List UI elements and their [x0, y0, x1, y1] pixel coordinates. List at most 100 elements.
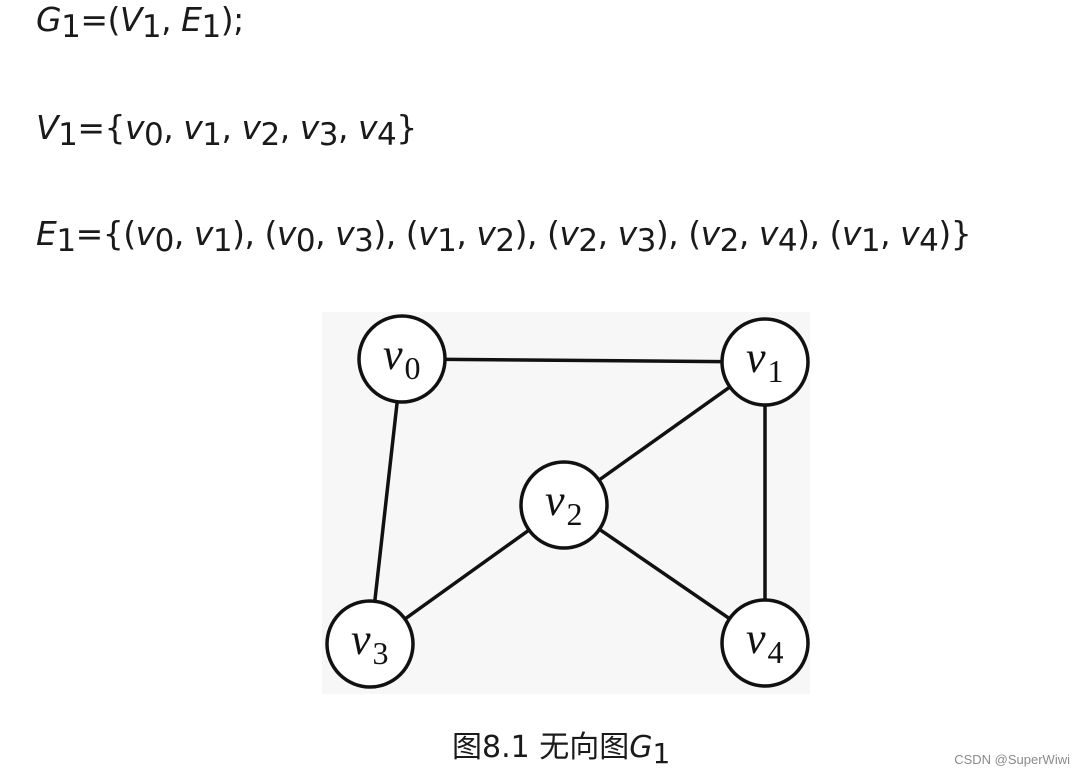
edge-set-close: } [950, 214, 972, 253]
edge-separator: , [527, 214, 547, 253]
vertex-set-items: v0, v1, v2, v3, v4 [125, 108, 397, 151]
node-label: v0 [383, 330, 421, 386]
vertex-sub: 2 [260, 117, 281, 153]
edge-endpoint-sub: 1 [860, 223, 881, 259]
edge-open-paren: ( [264, 214, 278, 253]
edge-endpoint-var: v [559, 214, 579, 253]
vertex-separator: , [163, 108, 184, 147]
edge-endpoint-var: v [418, 214, 438, 253]
edge-open-paren: ( [688, 214, 701, 253]
graph-edge-set-sub: 1 [201, 9, 222, 45]
edge-separator: , [668, 214, 689, 253]
edge-set-name: E [36, 214, 57, 253]
vertex-separator: , [221, 108, 242, 147]
edge-v0-v3 [368, 358, 404, 645]
node-circle [325, 599, 415, 689]
caption-graph-sub: 1 [652, 737, 671, 770]
node-label-sub: 1 [768, 353, 784, 389]
edge-endpoint-sub: 0 [154, 223, 175, 259]
edge-pair: (v0, v1) [123, 214, 245, 257]
edge-endpoint-sub: 1 [437, 223, 457, 259]
graph-vertex-set-sub: 1 [141, 9, 162, 45]
edge-close-paren: ) [514, 214, 528, 253]
edge-open-paren: ( [829, 214, 843, 253]
edge-pair: (v1, v4) [829, 214, 952, 257]
vertex-separator: , [279, 108, 300, 147]
edge-close-paren: ) [938, 214, 951, 253]
edge-close-paren: ) [655, 214, 669, 253]
edge-endpoint-var: v [841, 214, 862, 253]
vertex-set-formula: V1={v0, v1, v2, v3, v4} [36, 108, 417, 151]
edge-separator: , [385, 214, 406, 253]
vertex-set-open: ={ [77, 108, 125, 147]
edge-endpoint-sub: 4 [777, 223, 798, 259]
vertex-sub: 1 [202, 117, 222, 153]
node-label-sub: 0 [405, 350, 421, 386]
graph-vertex-set-name: V [119, 0, 143, 39]
vertex-var: v [241, 108, 261, 147]
edge-endpoint-sub: 3 [636, 223, 657, 259]
edge-endpoint-sub: 1 [212, 223, 233, 259]
graph-definition-formula: G1=(V1, E1); [36, 0, 245, 43]
node-v0: v0 [357, 314, 447, 404]
node-v4: v4 [720, 598, 810, 688]
graph-name: G [36, 0, 62, 39]
caption-graph-name: G [629, 730, 653, 765]
edge-close-paren: ) [373, 214, 386, 253]
edge-set-items: (v0, v1), (v0, v3), (v1, v2), (v2, v3), … [123, 214, 952, 257]
edge-endpoint-sub: 2 [578, 223, 598, 259]
edge-endpoint-sub: 2 [495, 223, 515, 259]
node-circle [720, 317, 810, 407]
vertex-var: v [357, 108, 378, 147]
edge-endpoint-sub: 0 [295, 223, 316, 259]
edge-v0-v1 [401, 357, 766, 364]
edge-set-formula: E1={(v0, v1), (v0, v3), (v1, v2), (v2, v… [36, 214, 972, 257]
edge-endpoint-var: v [276, 214, 297, 253]
edge-open-paren: ( [405, 214, 419, 253]
edge-endpoint-sub: 3 [354, 223, 374, 259]
figure-caption: 图8.1 无向图G1 [452, 722, 670, 768]
edge-endpoint-var: v [193, 214, 214, 253]
vertex-set-name-sub: 1 [58, 117, 78, 153]
vertex-sub: 0 [144, 117, 164, 153]
edge-endpoint-var: v [758, 214, 779, 253]
edge-endpoint-separator: , [738, 214, 759, 253]
edge-open-paren: ( [547, 214, 560, 253]
edge-endpoint-var: v [700, 214, 721, 253]
edge-set-name-sub: 1 [56, 223, 76, 259]
edge-pair: (v0, v3) [264, 214, 387, 257]
edge-endpoint-var: v [900, 214, 920, 253]
edge-endpoint-separator: , [456, 214, 477, 253]
edge-endpoint-var: v [335, 214, 355, 253]
edge-pair: (v2, v3) [547, 214, 669, 257]
vertex-separator: , [337, 108, 358, 147]
node-v3: v3 [325, 599, 415, 689]
graph-name-sub: 1 [61, 9, 81, 45]
node-circle [357, 314, 447, 404]
edge-set-open: ={ [75, 214, 124, 253]
edge-endpoint-var: v [135, 214, 156, 253]
graph-eq: =( [80, 0, 120, 39]
edge-pair: (v2, v4) [688, 214, 810, 257]
vertex-set-close: } [396, 108, 417, 147]
edge-endpoint-var: v [476, 214, 496, 253]
edge-endpoint-separator: , [597, 214, 618, 253]
graph-comma: , [161, 0, 182, 39]
graph-edge-set-name: E [181, 0, 202, 39]
edge-separator: , [244, 214, 265, 253]
node-circle [720, 598, 810, 688]
vertex-set-name: V [36, 108, 59, 147]
graph-end: ); [220, 0, 245, 39]
vertex-var: v [299, 108, 320, 147]
node-v2: v2 [519, 460, 609, 550]
edge-pair: (v1, v2) [405, 214, 528, 257]
edge-close-paren: ) [797, 214, 810, 253]
edge-endpoint-separator: , [173, 214, 194, 253]
edge-endpoint-sub: 4 [919, 223, 939, 259]
caption-prefix: 图8.1 无向图 [452, 730, 630, 765]
node-label-sub: 3 [373, 635, 389, 671]
edge-endpoint-var: v [617, 214, 638, 253]
